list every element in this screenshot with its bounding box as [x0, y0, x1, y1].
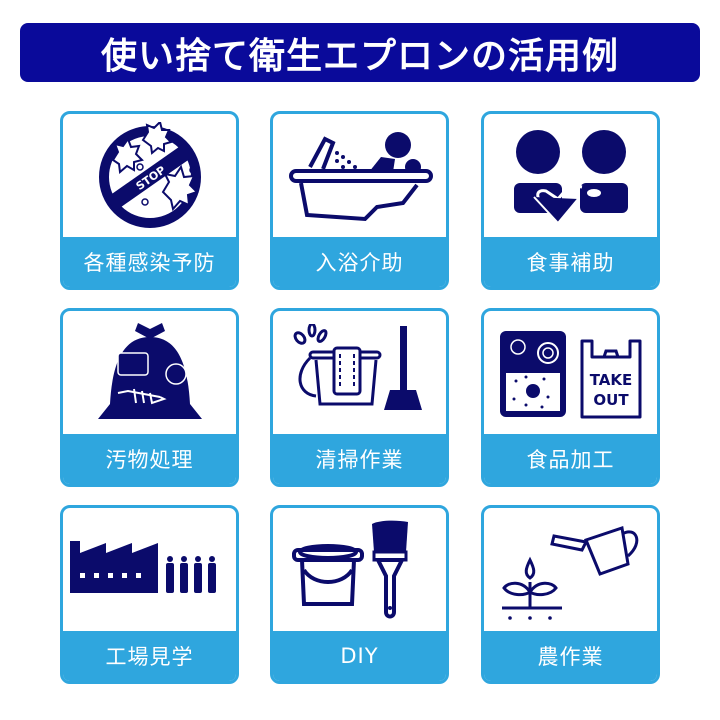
bucket-broom-icon: [293, 324, 422, 410]
virus-stop-icon: STOP: [98, 122, 201, 228]
card-cleaning-work: 清掃作業: [270, 308, 449, 487]
card-label: 工場見学: [63, 631, 236, 681]
watering-plant-icon: [501, 526, 638, 620]
card-label: 入浴介助: [273, 237, 446, 287]
card-infection-prevention: STOP 各種感染予防: [60, 111, 239, 290]
paint-can-brush-icon: [291, 520, 408, 619]
card-waste-disposal: 汚物処理: [60, 308, 239, 487]
card-diy: DIY: [270, 505, 449, 684]
card-food-processing: TAKE OUT 食品加工: [481, 308, 660, 487]
page-title-banner: 使い捨て衛生エプロンの活用例: [20, 23, 700, 82]
card-label: 清掃作業: [273, 434, 446, 484]
card-label: 食事補助: [484, 237, 657, 287]
card-label: 各種感染予防: [63, 237, 236, 287]
card-meal-assistance: 食事補助: [481, 111, 660, 290]
meal-assist-icon: [513, 130, 628, 225]
svg-text:OUT: OUT: [593, 391, 629, 409]
card-label: 農作業: [484, 631, 657, 681]
factory-visitors-icon: [69, 541, 216, 593]
svg-text:TAKE: TAKE: [589, 371, 632, 389]
card-bathing-assistance: 入浴介助: [270, 111, 449, 290]
card-label: 汚物処理: [63, 434, 236, 484]
bathtub-icon: [288, 132, 433, 222]
card-farm-work: 農作業: [481, 505, 660, 684]
card-label: 食品加工: [484, 434, 657, 484]
card-factory-tour: 工場見学: [60, 505, 239, 684]
page-title: 使い捨て衛生エプロンの活用例: [100, 35, 619, 77]
bento-takeout-icon: TAKE OUT: [499, 331, 641, 419]
card-label: DIY: [273, 631, 446, 681]
garbage-bag-icon: [97, 323, 202, 419]
